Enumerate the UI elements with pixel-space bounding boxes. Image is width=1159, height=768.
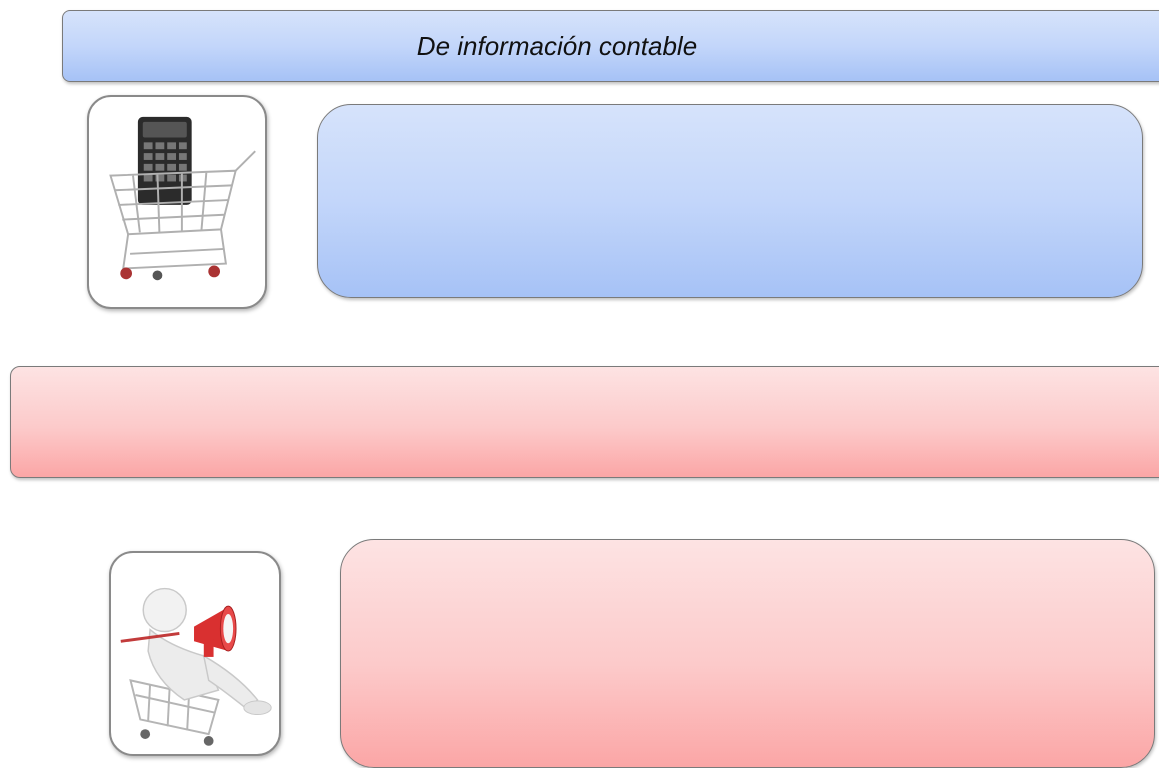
content-card-red bbox=[340, 539, 1155, 768]
content-card-blue bbox=[317, 104, 1143, 298]
shopping-cart-calculator-icon bbox=[87, 95, 267, 309]
title-banner: De información contable bbox=[62, 10, 1159, 82]
person-megaphone-cart-icon bbox=[109, 551, 281, 756]
section-band-red bbox=[10, 366, 1159, 478]
page-title: De información contable bbox=[416, 30, 698, 61]
